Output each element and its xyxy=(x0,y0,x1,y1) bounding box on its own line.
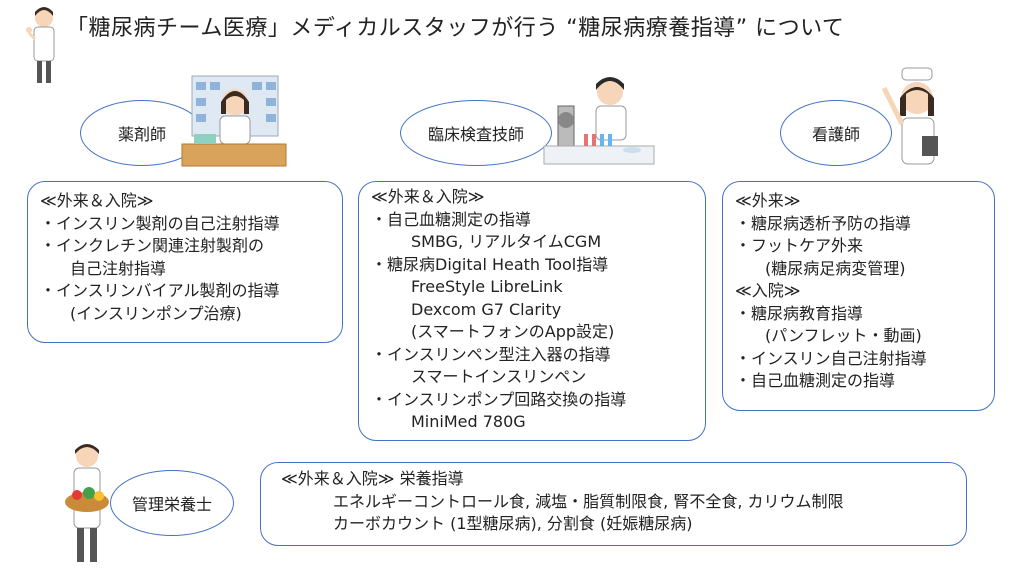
duty-line: SMBG, リアルタイムCGM xyxy=(411,232,602,251)
lab-technician-role-oval: 臨床検査技師 xyxy=(400,100,552,166)
dietitian-label: 管理栄養士 xyxy=(131,495,212,514)
duty-line: (パンフレット・動画) xyxy=(765,326,922,345)
duty-line: ≪外来＆入院≫ xyxy=(40,191,154,210)
duty-line: エネルギーコントロール食, 減塩・脂質制限食, 腎不全食, カリウム制限 xyxy=(333,491,844,511)
duty-line: ・インスリンバイアル製剤の指導 xyxy=(40,281,280,300)
dietitian-role-oval: 管理栄養士 xyxy=(110,470,234,536)
duty-line: Dexcom G7 Clarity xyxy=(411,299,562,319)
duty-line: ・糖尿病教育指導 xyxy=(735,303,864,323)
lab-technician-duties-box: ≪外来＆入院≫ ・自己血糖測定の指導 SMBG, リアルタイムCGM ・糖尿病D… xyxy=(358,181,706,441)
duty-line: ・インスリンポンプ回路交換の指導 xyxy=(371,389,627,409)
duty-line: ・自己血糖測定の指導 xyxy=(735,371,896,390)
duty-line: ≪外来＆入院≫ 栄養指導 xyxy=(281,469,464,488)
duty-line: MiniMed 780G xyxy=(411,412,526,431)
duty-line: ≪外来＆入院≫ xyxy=(371,187,485,206)
duty-line: ・インスリン製剤の自己注射指導 xyxy=(40,213,280,233)
duty-line: カーボカウント (1型糖尿病), 分割食 (妊娠糖尿病) xyxy=(333,514,693,533)
duty-line: ≪入院≫ xyxy=(735,281,801,300)
duty-line: FreeStyle LibreLink xyxy=(411,277,563,296)
duty-line: ・糖尿病透析予防の指導 xyxy=(735,213,912,233)
duty-line: ・糖尿病Digital Heath Tool指導 xyxy=(371,254,609,274)
nurse-label: 看護師 xyxy=(811,125,860,144)
duty-line: ・自己血糖測定の指導 xyxy=(371,209,532,229)
dietitian-illustration xyxy=(65,444,109,562)
duty-line: (糖尿病足病変管理) xyxy=(765,258,906,278)
lab-technician-label: 臨床検査技師 xyxy=(427,125,524,144)
nurse-presenter-illustration xyxy=(26,7,55,83)
duty-line: ・インクレチン関連注射製剤の xyxy=(40,236,265,255)
duty-line: ≪外来≫ xyxy=(735,191,801,210)
dietitian-duties-box: ≪外来＆入院≫ 栄養指導 エネルギーコントロール食, 減塩・脂質制限食, 腎不全… xyxy=(260,462,967,546)
duty-line: (スマートフォンのApp設定) xyxy=(411,322,615,341)
nurse-illustration xyxy=(881,67,938,165)
lab-technician-illustration xyxy=(543,77,655,165)
duty-line: (インスリンポンプ治療) xyxy=(70,303,242,323)
duty-line: 自己注射指導 xyxy=(70,258,167,278)
duty-line: ・インスリン自己注射指導 xyxy=(735,348,927,368)
duty-line: ・インスリンペン型注入器の指導 xyxy=(371,344,611,364)
duty-line: スマートインスリンペン xyxy=(411,367,587,386)
pharmacist-label: 薬剤師 xyxy=(117,125,166,144)
page-title: 「糖尿病チーム医療」メディカルスタッフが行う “糖尿病療養指導” について xyxy=(66,16,845,41)
pharmacist-duties-box: ≪外来＆入院≫ ・インスリン製剤の自己注射指導 ・インクレチン関連注射製剤の 自… xyxy=(27,181,343,343)
pharmacist-illustration xyxy=(181,75,287,167)
nurse-role-oval: 看護師 xyxy=(780,100,892,166)
duty-line: ・フットケア外来 xyxy=(735,236,864,255)
nurse-duties-box: ≪外来≫ ・糖尿病透析予防の指導 ・フットケア外来 (糖尿病足病変管理) ≪入院… xyxy=(722,181,995,411)
